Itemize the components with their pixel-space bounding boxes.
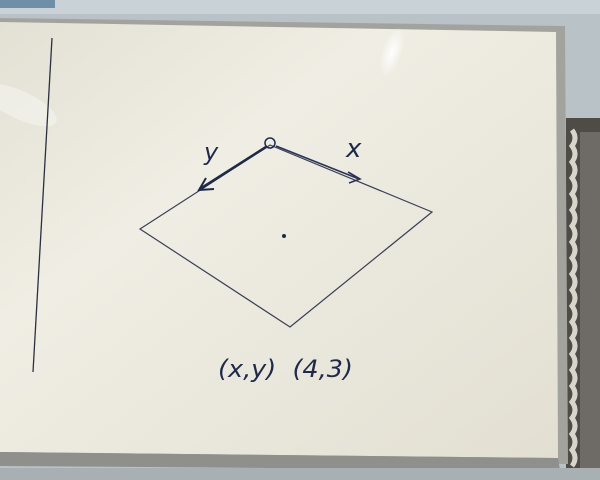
glare-spot (379, 27, 405, 77)
glare-left (0, 83, 57, 127)
x-axis-arrow (275, 145, 362, 184)
right-notice-board (566, 118, 600, 480)
coordinates-label: (x,y) (4,3) (218, 355, 353, 383)
y-axis-arrow (197, 145, 267, 192)
y-axis-label: y (203, 138, 219, 166)
board-tray (0, 452, 560, 470)
board-surface (0, 22, 558, 458)
top-left-sticker (0, 0, 55, 8)
top-edge-strip (0, 0, 600, 14)
diamond-shape (138, 144, 434, 328)
left-vertical-line (32, 37, 53, 373)
floor-strip (0, 468, 600, 480)
origin-circle (264, 137, 276, 149)
center-dot (282, 234, 286, 238)
x-axis-label: x (345, 134, 362, 164)
